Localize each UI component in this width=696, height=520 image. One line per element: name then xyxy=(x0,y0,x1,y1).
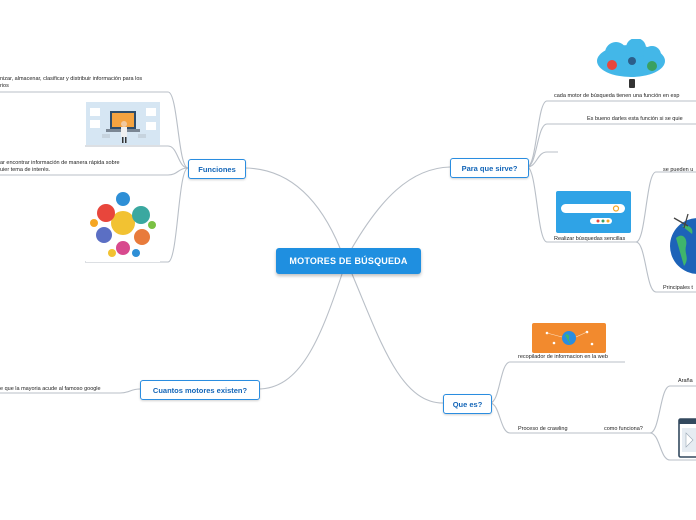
search-bar-icon xyxy=(556,191,631,233)
funciones-item-2-line-1: ar encontrar información de manera rápid… xyxy=(0,160,120,166)
globe-banner-icon xyxy=(532,323,606,353)
branch-que-es[interactable]: Que es? xyxy=(443,394,492,414)
funciones-item-1-line-1: nizar, almacenar, clasificar y distribui… xyxy=(0,76,143,82)
que-es-item-2[interactable]: Proceso de crawling xyxy=(518,426,568,432)
globe-icon xyxy=(668,208,696,280)
funciones-item-2-line-2: uier tema de interés. xyxy=(0,166,51,173)
branch-para-que-sirve[interactable]: Para que sirve? xyxy=(450,158,529,178)
funciones-item-2[interactable]: ar encontrar información de manera rápid… xyxy=(0,160,120,173)
para-que-item-5[interactable]: Principales t xyxy=(663,285,693,291)
funciones-item-1[interactable]: nizar, almacenar, clasificar y distribui… xyxy=(0,76,142,89)
para-que-item-3[interactable]: Realizar búsquedas sencillas xyxy=(554,236,626,242)
funciones-item-1-line-2: rios xyxy=(0,82,9,89)
para-que-item-1[interactable]: cada motor de búsqueda tienen una funció… xyxy=(554,93,680,99)
que-es-item-3[interactable]: como funciona? xyxy=(604,426,643,432)
laptop-person-icon xyxy=(86,102,160,145)
para-que-item-2[interactable]: Es bueno darles esta función si se quie xyxy=(587,116,683,122)
browser-window-icon xyxy=(678,418,696,458)
branch-funciones[interactable]: Funciones xyxy=(188,159,246,179)
root-topic[interactable]: MOTORES DE BÚSQUEDA xyxy=(276,248,421,274)
idea-circles-icon xyxy=(86,185,160,262)
para-que-item-4[interactable]: se pueden u xyxy=(663,167,694,173)
cloud-network-icon xyxy=(594,39,669,89)
que-es-item-4[interactable]: Araña xyxy=(678,378,693,384)
que-es-item-1[interactable]: recopilador de informacion en la web xyxy=(518,354,608,360)
cuantos-item-1[interactable]: e que la mayoria acude al famoso google xyxy=(0,386,101,392)
branch-cuantos-motores[interactable]: Cuantos motores existen? xyxy=(140,380,260,400)
